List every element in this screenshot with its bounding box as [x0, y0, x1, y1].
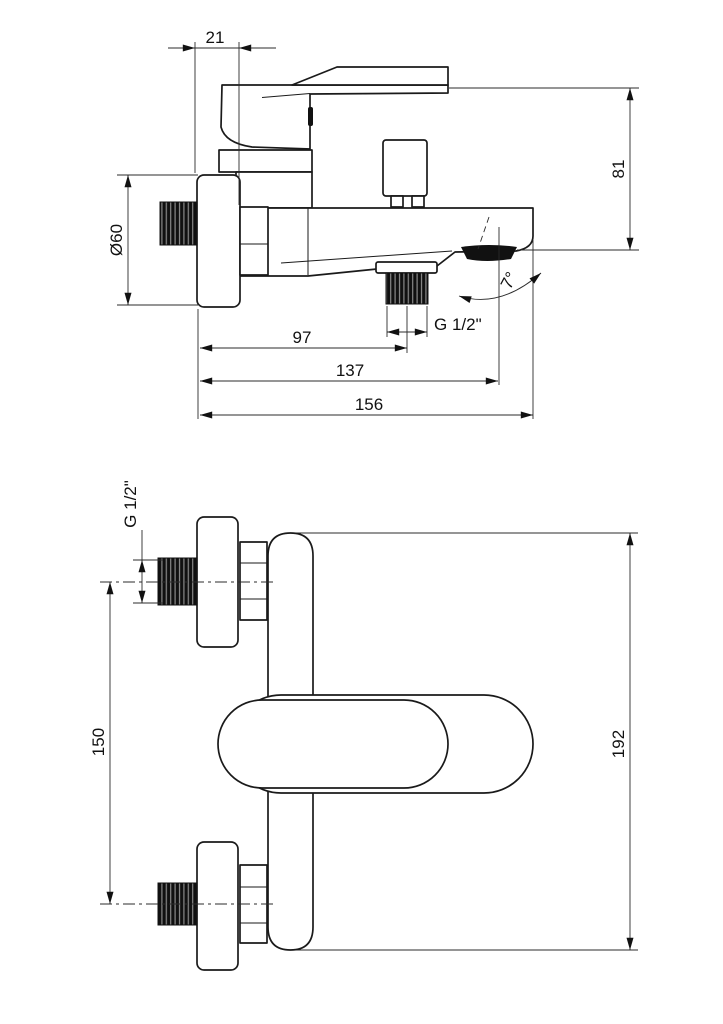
- side-view: 21 81 Ø60 G 1/2": [107, 28, 639, 419]
- mixer-body-front: [217, 699, 449, 789]
- spout-seam: [280, 250, 453, 264]
- dim-label-thread-front: G 1/2": [121, 480, 140, 528]
- dim-label-21: 21: [206, 28, 225, 47]
- dim-label-150: 150: [89, 728, 108, 756]
- dimension-192: 192: [609, 533, 634, 950]
- dim-label-192: 192: [609, 730, 628, 758]
- dimension-81: 81: [449, 87, 639, 251]
- connection-nut-top: [239, 541, 268, 621]
- cartridge-seam: [308, 107, 313, 126]
- body-neck: [235, 171, 313, 209]
- spout-aerator: [461, 245, 517, 261]
- dim-label-156: 156: [355, 395, 383, 414]
- wall-thread: [159, 201, 198, 246]
- dimension-156: 156: [200, 240, 534, 419]
- dim-label-97: 97: [293, 328, 312, 347]
- dimension-150: 150: [89, 582, 114, 904]
- outlet-flange: [375, 261, 438, 274]
- side-view-geometry: [159, 66, 534, 308]
- front-view-geometry: [100, 516, 534, 971]
- side-view-dimensions: 21 81 Ø60 G 1/2": [107, 28, 639, 419]
- dim-label-137: 137: [336, 361, 364, 380]
- wall-escutcheon: [196, 174, 241, 308]
- dimension-97: 97: [200, 306, 408, 353]
- wall-thread-top: [157, 557, 198, 606]
- dim-label-angle-7: 7°: [497, 269, 521, 292]
- dim-label-diameter-60: Ø60: [107, 224, 126, 256]
- dimension-thread-front: G 1/2": [121, 480, 163, 604]
- connection-nut: [239, 206, 269, 276]
- handle-lever: [220, 66, 449, 150]
- dim-label-81: 81: [609, 160, 628, 179]
- front-view: G 1/2" 150 192: [89, 480, 638, 971]
- dimension-diameter-60: Ø60: [107, 174, 198, 306]
- dimension-21: 21: [168, 28, 276, 205]
- front-view-dimensions: G 1/2" 150 192: [89, 480, 634, 950]
- diverter-knob: [382, 139, 428, 208]
- dimension-thread-side: G 1/2": [386, 306, 482, 337]
- handshower-outlet: [375, 261, 438, 305]
- dim-label-thread-side: G 1/2": [434, 315, 482, 334]
- dimension-angle-7: 7°: [458, 216, 542, 304]
- wall-escutcheon-bottom: [196, 841, 239, 971]
- outlet-thread: [385, 272, 429, 305]
- dimension-137: 137: [200, 227, 500, 385]
- cartridge-collar: [218, 149, 313, 173]
- bottom-wall-connection: [157, 841, 268, 971]
